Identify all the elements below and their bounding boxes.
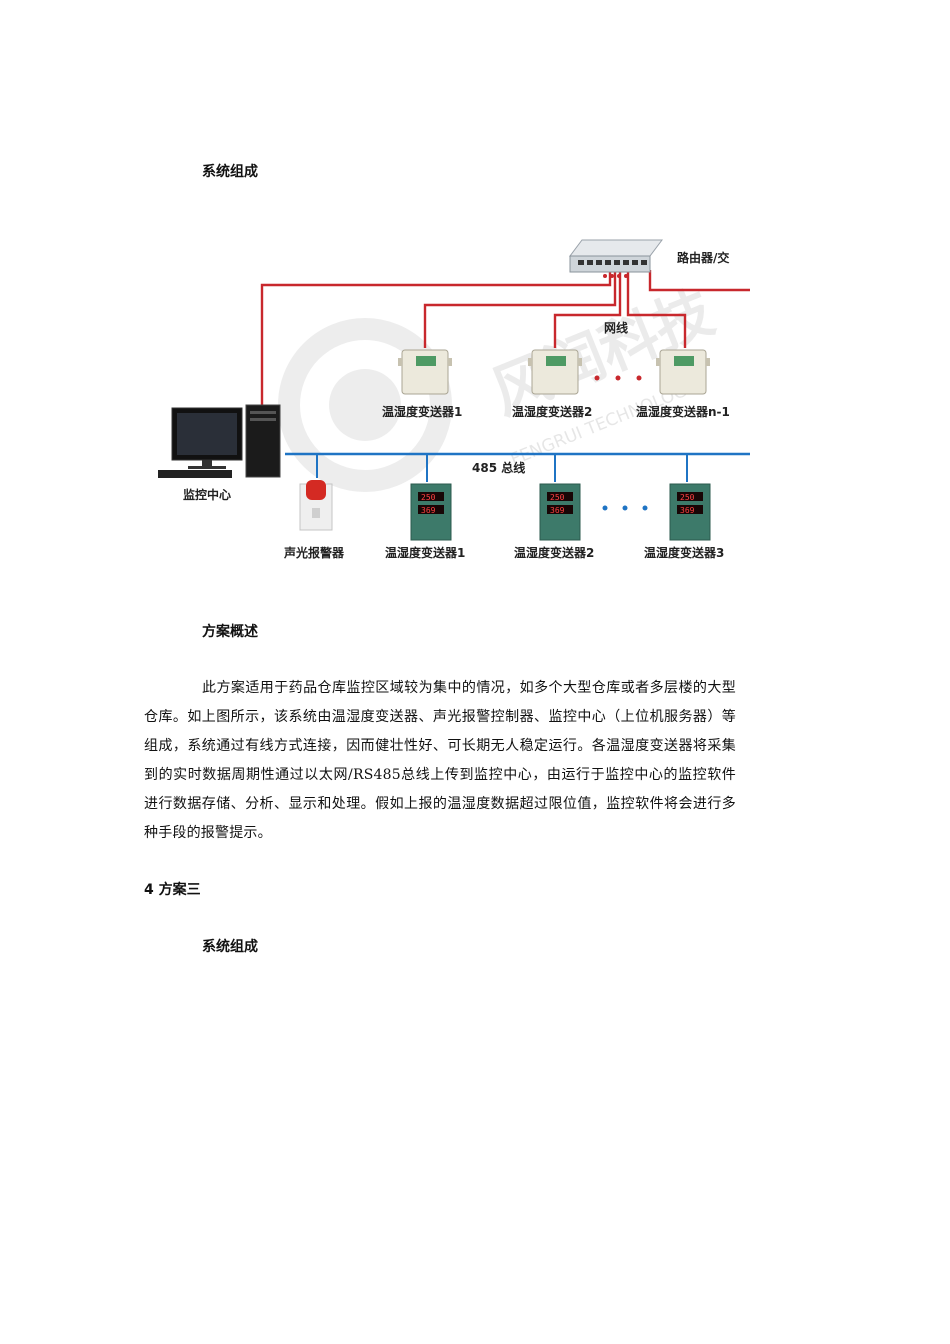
monitor-center-label: 监控中心 [183,487,231,502]
ethernet-line-t2 [553,270,622,348]
top-transmitter-n-1 [656,349,710,395]
bus-drops [316,454,688,482]
overview-paragraph: 此方案适用于药品仓库监控区域较为集中的情况，如多个大型仓库或者多层楼的大型仓库。… [144,680,736,841]
ethernet-line-t1 [423,270,617,348]
monitor-center-pc [158,404,281,478]
ellipsis-dots-bottom [602,505,648,511]
svg-text:369: 369 [421,506,436,515]
bottom-transmitter-1: 250 369 [410,483,452,541]
system-diagram: 风润科技 FENGRUI TECHNOLOGY 路由器/交 网线 [158,239,750,560]
ellipsis-dots-top [594,375,642,381]
watermark-logo [278,318,452,492]
svg-text:250: 250 [680,493,695,502]
ethernet-line-center [260,270,612,410]
sound-light-alarm [299,480,333,531]
top-transmitter-label-2: 温湿度变送器2 [512,404,592,419]
bottom-transmitter-3: 250 369 [669,483,711,541]
section-heading-scheme-three: 4 方案三 [144,882,201,898]
svg-text:369: 369 [550,506,565,515]
top-transmitter-2 [528,349,582,395]
svg-text:369: 369 [680,506,695,515]
router-device [569,239,663,273]
bottom-transmitter-label-2: 温湿度变送器2 [514,545,594,560]
top-transmitter-1 [398,349,452,395]
svg-text:250: 250 [550,493,565,502]
router-label: 路由器/交 [677,250,729,265]
ethernet-line-tn [626,270,687,348]
svg-text:250: 250 [421,493,436,502]
bottom-transmitter-2: 250 369 [539,483,581,541]
bus-label: 485 总线 [472,460,525,475]
network-cable-label: 网线 [604,320,628,335]
section-heading-system-composition-2: 系统组成 [202,939,258,955]
top-transmitter-label-1: 温湿度变送器1 [382,404,462,419]
section-heading-system-composition: 系统组成 [202,164,258,180]
bottom-transmitter-label-1: 温湿度变送器1 [385,545,465,560]
bottom-transmitter-label-3: 温湿度变送器3 [644,545,724,560]
section-heading-overview: 方案概述 [202,624,258,640]
router-ports [603,274,628,278]
alarm-label: 声光报警器 [283,545,345,560]
top-transmitter-label-n-1: 温湿度变送器n-1 [636,404,730,419]
ethernet-line-out [648,270,750,292]
